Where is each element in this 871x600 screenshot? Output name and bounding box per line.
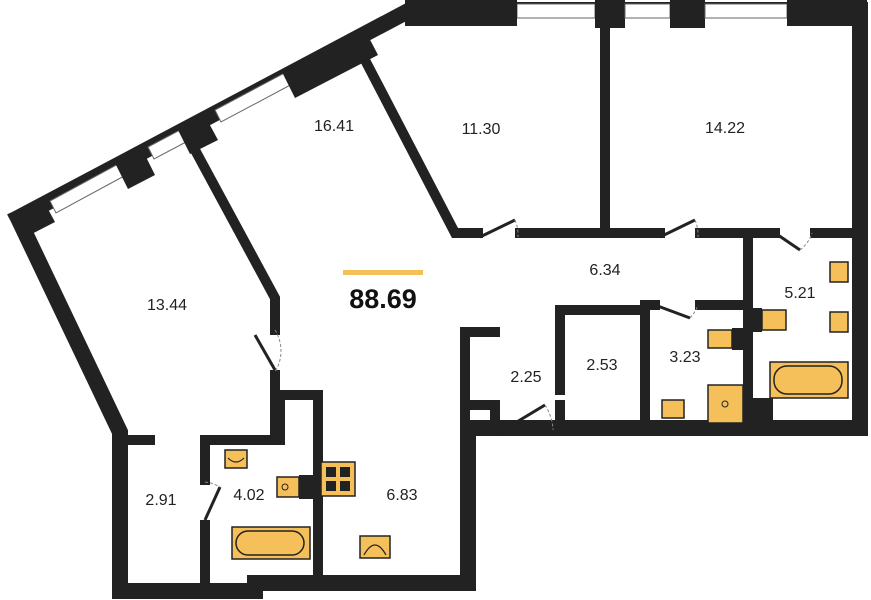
total-area: 88.69 [349,284,417,314]
room-area: 14.22 [705,120,745,137]
room-area: 6.34 [589,262,620,279]
bathtub-icon [769,361,849,399]
sink-icon [224,449,248,469]
room-area: 2.91 [145,492,176,509]
room-area: 16.41 [314,118,354,135]
room-area: 11.30 [462,121,501,138]
shower-icon [707,384,744,424]
toilet-icon [276,475,319,499]
room-area: 2.25 [510,369,541,386]
room-area: 13.44 [147,297,187,314]
room-area: 2.53 [586,357,617,374]
room-area: 5.21 [784,285,815,302]
bathtub-icon [231,526,311,560]
room-labels: 13.44 16.41 11.30 14.22 6.34 5.21 3.23 2… [145,118,815,509]
sink-icon [829,311,849,333]
toilet-icon [707,328,746,350]
room-area: 4.02 [233,487,264,504]
toilet-icon [748,308,787,332]
doors [203,218,813,521]
kitchen-sink-icon [359,535,391,559]
stove-icon [320,461,356,497]
sink-icon [829,261,849,283]
sink-icon [661,399,685,419]
windows [8,0,867,240]
total-area-bar [343,270,423,275]
room-area: 3.23 [669,349,700,366]
fixtures [224,261,849,560]
room-area: 6.83 [386,487,417,504]
